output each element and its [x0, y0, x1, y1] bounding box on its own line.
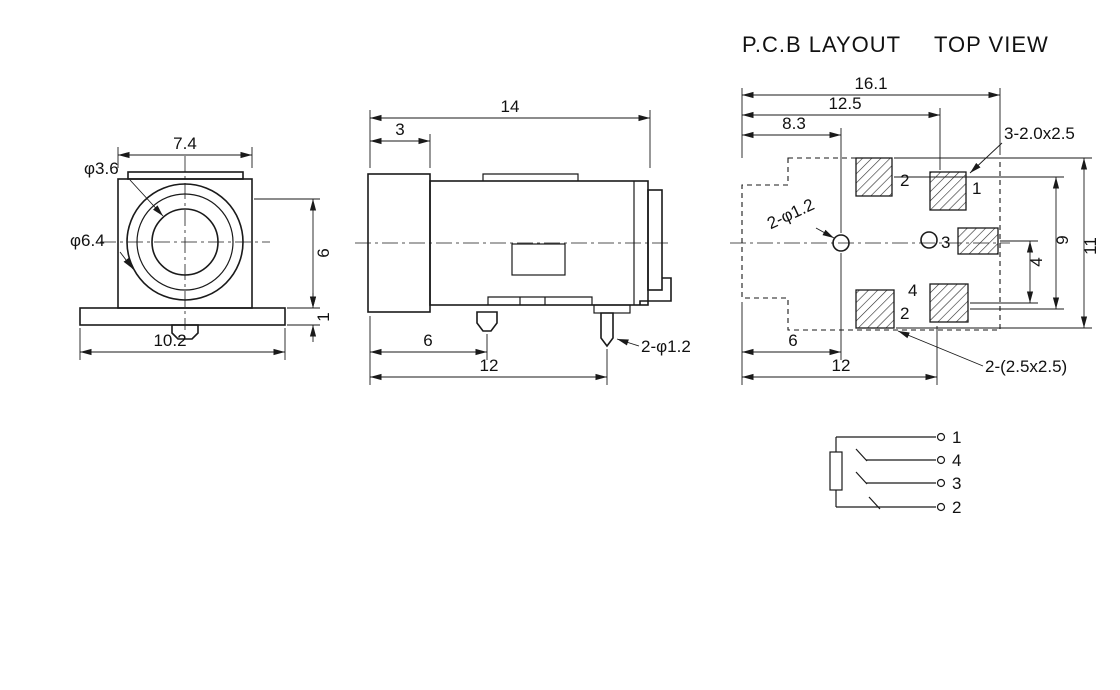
- small-pad-spec: 3-2.0x2.5: [1004, 124, 1075, 143]
- side-view: 14 3 6 12 2-φ1.2: [355, 97, 691, 385]
- dim-inner-diameter: φ3.6: [84, 159, 119, 178]
- side-end-plate: [647, 189, 663, 291]
- schematic: 1 4 3 2: [829, 428, 961, 517]
- pin-label-2-bottom: 2: [900, 304, 909, 323]
- top-view-title: TOP VIEW: [934, 32, 1049, 57]
- pad-bottom-mid: [929, 283, 969, 323]
- pad-top-right: [929, 171, 967, 211]
- dim-hole-offset: 8.3: [782, 114, 806, 133]
- dim-row-gap: 4: [1027, 257, 1046, 266]
- pin-label-1: 1: [972, 179, 981, 198]
- dim-pin-spec: 2-φ1.2: [641, 337, 691, 356]
- side-top-tab: [482, 173, 579, 181]
- pad-bottom-left: [855, 289, 895, 329]
- hole-spec: 2-φ1.2: [764, 195, 817, 233]
- dim-flange-thickness: 1: [314, 312, 333, 321]
- leader-line: [616, 338, 640, 347]
- terminal-3: [936, 478, 946, 488]
- leader-line: [119, 251, 134, 270]
- schematic-pin-3: 3: [952, 474, 961, 493]
- switch-contact: [855, 471, 868, 485]
- leader-line: [897, 330, 984, 367]
- side-peg: [476, 311, 498, 332]
- switch-contact: [855, 448, 868, 462]
- dim-outer-diameter: φ6.4: [70, 231, 105, 250]
- side-bottom-detail: [487, 296, 593, 305]
- schematic-pin-2: 2: [952, 498, 961, 517]
- pad-middle-right: [957, 227, 999, 255]
- dim-front-top-width: 7.4: [173, 134, 197, 153]
- hole-left: [832, 234, 850, 252]
- dim-overall-width: 16.1: [854, 74, 887, 93]
- side-pin: [600, 312, 614, 348]
- terminal-2: [936, 502, 946, 512]
- pin-label-4: 4: [908, 281, 917, 300]
- side-pin-base: [593, 304, 631, 314]
- dim-hole-x: 6: [788, 331, 797, 350]
- pcb-layout-view: P.C.B LAYOUT TOP VIEW 16.1 12.5 8.3 3-2.…: [730, 32, 1100, 385]
- terminal-1: [936, 432, 946, 442]
- schematic-pin-4: 4: [952, 451, 961, 470]
- sleeve-contact: [829, 451, 843, 491]
- leader-line: [815, 227, 835, 239]
- pcb-layout-title: P.C.B LAYOUT: [742, 32, 901, 57]
- dim-front-length: 3: [395, 120, 404, 139]
- pin-label-3: 3: [941, 233, 950, 252]
- large-pad-spec: 2-(2.5x2.5): [985, 357, 1067, 376]
- front-flange: [79, 307, 286, 326]
- dim-pad-x: 12: [832, 356, 851, 375]
- dim-span-11: 11: [1081, 237, 1100, 255]
- switch-contact: [868, 496, 881, 510]
- dim-pin2-offset: 12: [480, 356, 499, 375]
- dim-span-9: 9: [1053, 235, 1072, 244]
- front-locator-peg: [171, 324, 199, 340]
- hole-middle: [920, 231, 938, 249]
- leader-line: [129, 179, 164, 217]
- front-top-step: [127, 171, 244, 180]
- side-window-detail: [511, 243, 566, 276]
- front-view: 7.4 φ3.6 φ6.4 6 1 10.2: [70, 134, 333, 360]
- pin-label-2-top: 2: [900, 171, 909, 190]
- dim-front-height: 6: [314, 248, 333, 257]
- pad-top-left: [855, 157, 893, 197]
- schematic-pin-1: 1: [952, 428, 961, 447]
- dim-total-length: 14: [501, 97, 520, 116]
- dim-pin1-offset: 6: [423, 331, 432, 350]
- side-bracket-foot: [639, 277, 672, 305]
- terminal-4: [936, 455, 946, 465]
- dim-base-width: 10.2: [153, 331, 186, 350]
- dim-pad-col-offset: 12.5: [828, 94, 861, 113]
